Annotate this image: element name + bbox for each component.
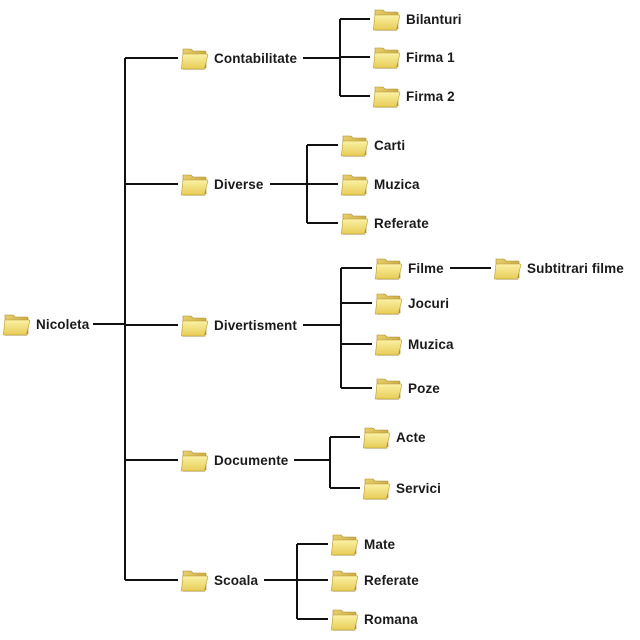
folder-icon (341, 135, 369, 157)
folder-servici[interactable]: Servici (362, 473, 441, 503)
folder-carti[interactable]: Carti (340, 130, 405, 160)
folder-icon (331, 534, 359, 556)
folder-label: Muzica (374, 176, 420, 192)
folder-referate[interactable]: Referate (340, 208, 429, 238)
folder-contabilitate[interactable]: Contabilitate (180, 43, 297, 73)
folder-icon (341, 213, 369, 235)
folder-icon (363, 427, 391, 449)
folder-label: Contabilitate (214, 50, 298, 66)
folder-icon (181, 48, 209, 70)
folder-label: Firma 1 (406, 49, 455, 65)
folder-label: Filme (408, 260, 444, 276)
folder-icon (375, 378, 403, 400)
folder-muzica[interactable]: Muzica (374, 329, 454, 359)
folder-label: Subtitrari filme (527, 260, 624, 276)
folder-firma-1[interactable]: Firma 1 (372, 42, 455, 72)
folder-icon (375, 258, 403, 280)
folder-label: Nicoleta (36, 316, 90, 332)
folder-label: Mate (364, 536, 396, 552)
folder-jocuri[interactable]: Jocuri (374, 288, 449, 318)
folder-icon (181, 570, 209, 592)
folder-filme[interactable]: Filme (374, 253, 444, 283)
folder-icon (3, 314, 31, 336)
folder-acte[interactable]: Acte (362, 422, 426, 452)
folder-icon (181, 174, 209, 196)
folder-label: Firma 2 (406, 88, 455, 104)
folder-label: Poze (408, 380, 440, 396)
folder-label: Diverse (214, 176, 264, 192)
folder-icon (373, 47, 401, 69)
folder-label: Referate (364, 572, 419, 588)
folder-icon (181, 450, 209, 472)
folder-icon (373, 86, 401, 108)
folder-poze[interactable]: Poze (374, 373, 440, 403)
folder-icon (181, 315, 209, 337)
folder-romana[interactable]: Romana (330, 604, 418, 634)
folder-icon (494, 258, 522, 280)
folder-muzica[interactable]: Muzica (340, 169, 420, 199)
folder-scoala[interactable]: Scoala (180, 565, 258, 595)
folder-label: Scoala (214, 572, 259, 588)
folder-icon (375, 293, 403, 315)
folder-icon (363, 478, 391, 500)
folder-referate[interactable]: Referate (330, 565, 419, 595)
folder-label: Carti (374, 137, 406, 153)
folder-documente[interactable]: Documente (180, 445, 288, 475)
folder-icon (373, 9, 401, 31)
folder-label: Jocuri (408, 295, 450, 311)
folder-label: Romana (364, 611, 418, 627)
folder-diverse[interactable]: Diverse (180, 169, 264, 199)
folder-mate[interactable]: Mate (330, 529, 395, 559)
folder-subtitrari-filme[interactable]: Subtitrari filme (493, 253, 624, 283)
folder-label: Muzica (408, 336, 454, 352)
folder-label: Referate (374, 215, 429, 231)
folder-bilanturi[interactable]: Bilanturi (372, 4, 462, 34)
folder-label: Documente (214, 452, 289, 468)
folder-label: Servici (396, 480, 441, 496)
folder-icon (375, 334, 403, 356)
folder-icon (341, 174, 369, 196)
folder-label: Divertisment (214, 317, 297, 333)
folder-label: Acte (396, 429, 426, 445)
folder-icon (331, 609, 359, 631)
folder-divertisment[interactable]: Divertisment (180, 310, 297, 340)
folder-firma-2[interactable]: Firma 2 (372, 81, 455, 111)
folder-root-nicoleta[interactable]: Nicoleta (2, 309, 89, 339)
folder-label: Bilanturi (406, 11, 462, 27)
folder-icon (331, 570, 359, 592)
